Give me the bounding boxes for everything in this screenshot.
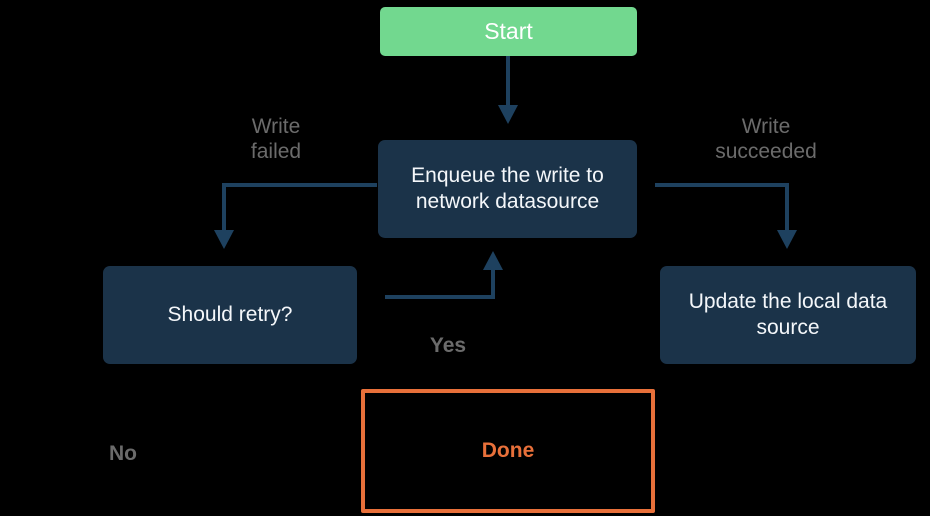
edge-should-retry-yes-to-enqueue (385, 251, 503, 299)
node-update-local-data-source[interactable]: Update the local data source (660, 266, 916, 364)
node-update-local-data-source-label: Update the local data source (688, 290, 888, 339)
node-enqueue-write[interactable]: Enqueue the write to network datasource (378, 140, 637, 238)
node-enqueue-write-label: Enqueue the write to network datasource (411, 164, 604, 213)
node-done-label: Done (481, 439, 535, 463)
node-should-retry-label: Should retry? (167, 303, 293, 327)
node-start-label: Start (484, 18, 533, 45)
edge-enqueue-to-should-retry (214, 183, 377, 249)
edge-label-no: No (109, 442, 137, 465)
node-should-retry[interactable]: Should retry? (103, 266, 357, 364)
node-start[interactable]: Start (380, 7, 637, 56)
edge-label-yes: Yes (429, 334, 467, 357)
edge-start-to-enqueue (498, 56, 518, 124)
node-done[interactable]: Done (361, 389, 655, 513)
edge-label-write-failed: Write failed (250, 115, 302, 164)
edge-label-write-succeeded: Write succeeded (715, 115, 817, 164)
edge-enqueue-to-update-local (655, 183, 797, 249)
